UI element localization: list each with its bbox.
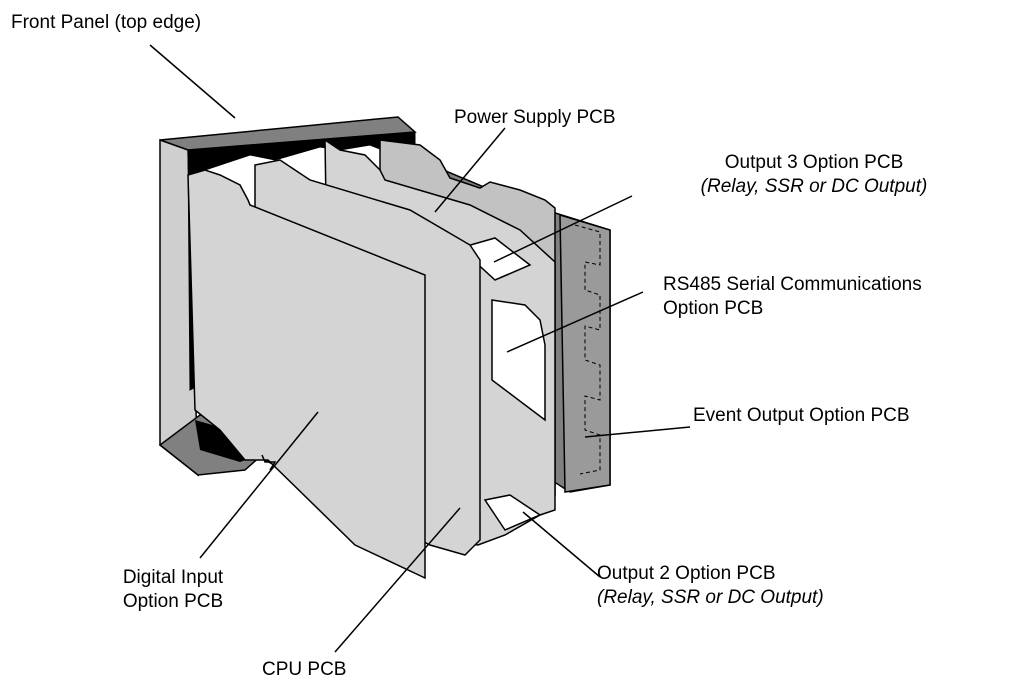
label-front-panel-text: Front Panel (top edge) xyxy=(11,12,202,33)
label-digital-input-line2: Option PCB xyxy=(122,591,224,612)
front-panel-callout xyxy=(149,44,236,119)
rs485-callout xyxy=(506,291,644,353)
label-rs485-line2: Option PCB xyxy=(663,298,764,319)
label-digital-input-line1: Digital Input xyxy=(122,567,224,588)
label-rs485-line1: RS485 Serial Communications xyxy=(663,274,922,295)
event-output-traces xyxy=(574,224,601,475)
label-front-panel: Front Panel (top edge) xyxy=(11,11,201,35)
cpu-callout xyxy=(334,507,461,653)
callout-lines xyxy=(149,44,691,653)
label-output3-title: Output 3 Option PCB xyxy=(724,152,904,173)
label-event-output-text: Event Output Option PCB xyxy=(693,405,910,426)
label-digital-input: Digital Input Option PCB xyxy=(98,566,248,614)
digital-input-board xyxy=(187,169,426,580)
label-rs485: RS485 Serial Communications Option PCB xyxy=(663,273,922,321)
label-event-output: Event Output Option PCB xyxy=(693,404,910,428)
output3-cutout xyxy=(458,237,532,281)
label-output2-title: Output 2 Option PCB xyxy=(597,563,776,584)
output3-callout xyxy=(493,195,633,263)
label-cpu-text: CPU PCB xyxy=(262,659,347,680)
power-supply-callout xyxy=(434,127,506,213)
board-notch xyxy=(261,454,277,471)
label-cpu: CPU PCB xyxy=(262,658,346,682)
output2-callout xyxy=(522,511,601,578)
label-output2-subtitle: (Relay, SSR or DC Output) xyxy=(597,587,824,608)
label-output2: Output 2 Option PCB (Relay, SSR or DC Ou… xyxy=(597,562,824,610)
rs485-cutout xyxy=(491,299,546,422)
label-power-supply: Power Supply PCB xyxy=(454,106,616,130)
event-output-callout xyxy=(584,426,691,438)
output2-cutout xyxy=(483,494,542,531)
digital-input-callout xyxy=(199,411,319,559)
label-power-supply-text: Power Supply PCB xyxy=(454,107,616,128)
label-output3-subtitle: (Relay, SSR or DC Output) xyxy=(700,176,928,197)
label-output3: Output 3 Option PCB (Relay, SSR or DC Ou… xyxy=(649,151,979,199)
